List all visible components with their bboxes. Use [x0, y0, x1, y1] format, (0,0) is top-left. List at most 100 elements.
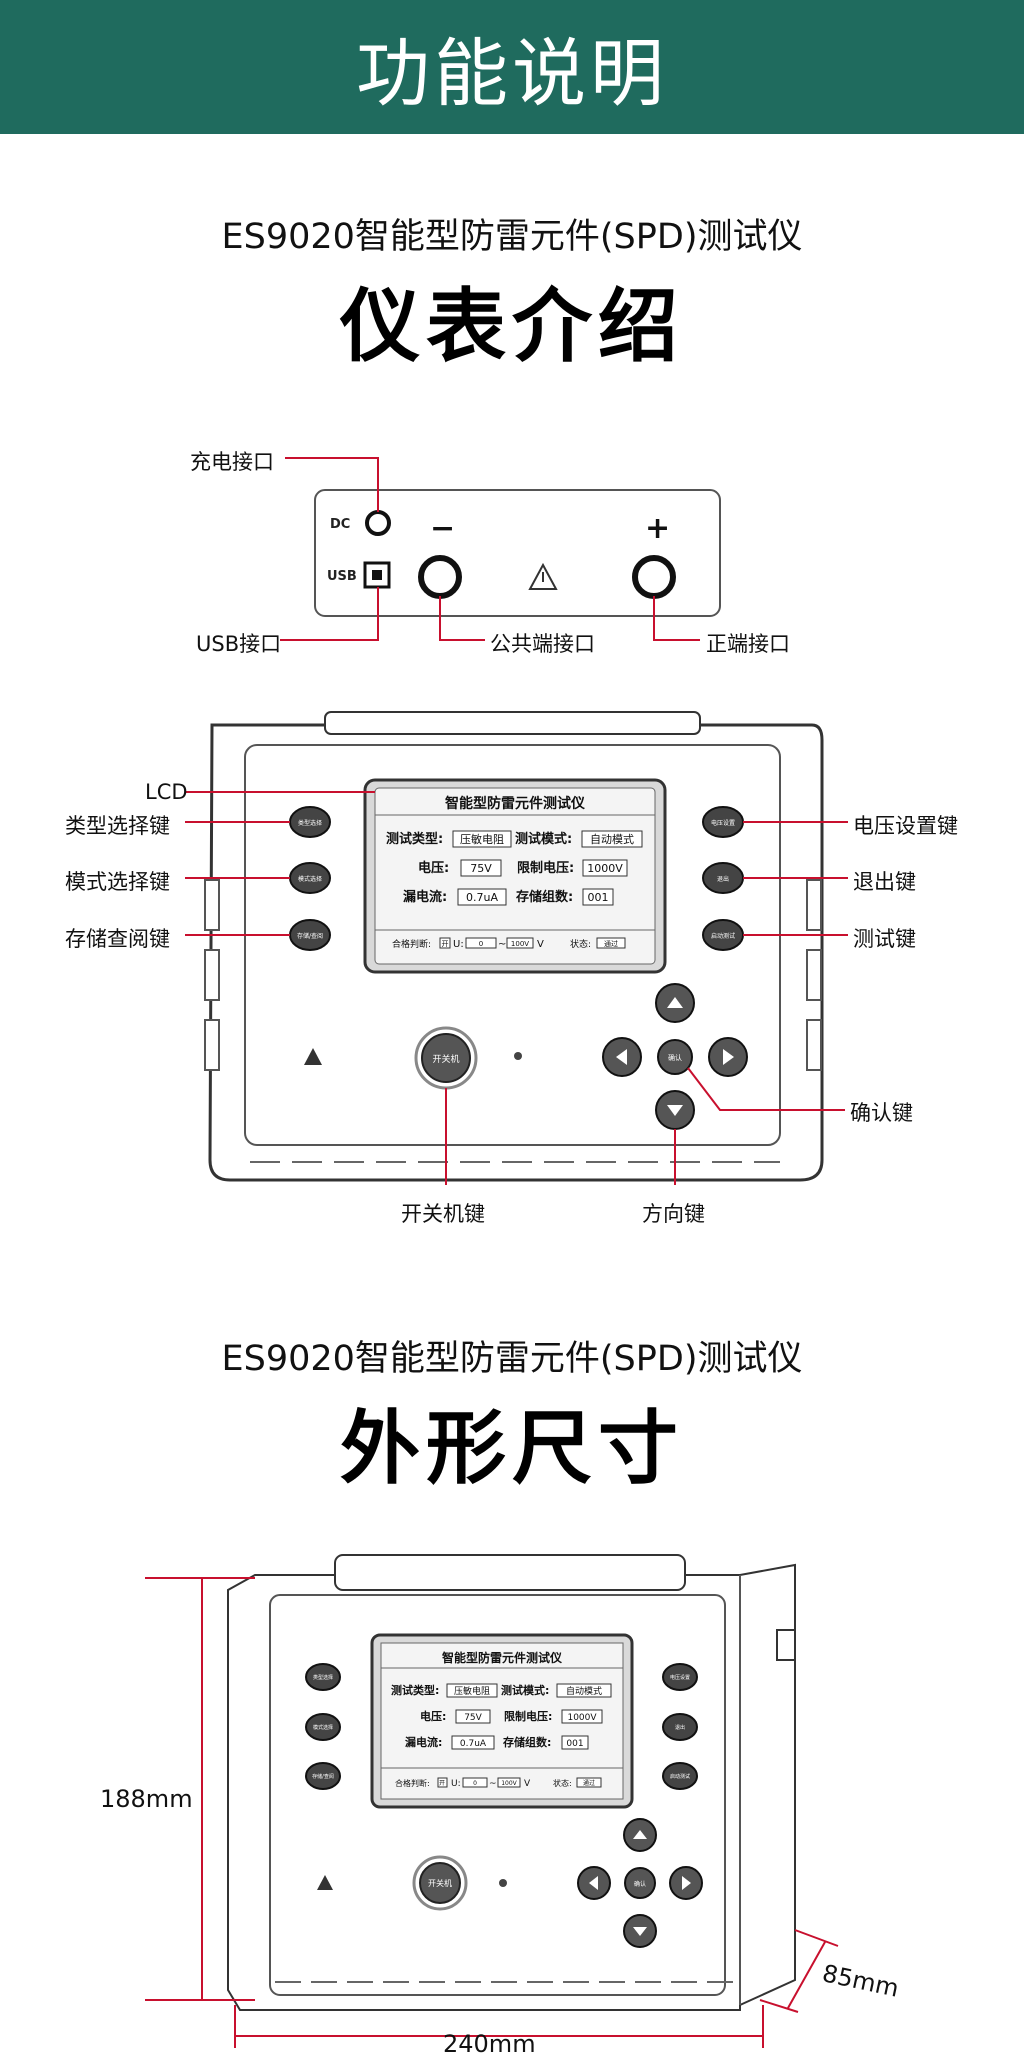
voltage-set-button[interactable]: 电压设置 — [702, 806, 744, 838]
svg-text:存储/查阅: 存储/查阅 — [297, 932, 323, 940]
lcd-row1-label2: 测试模式: — [515, 831, 572, 847]
lcd-footer-status: 通过 — [604, 939, 618, 948]
height-dimension-line — [145, 1577, 255, 2001]
dim-direction-right-button[interactable] — [669, 1866, 703, 1900]
dim-lcd-row3-label2: 存储组数: — [503, 1735, 551, 1749]
lcd-footer-check: 开 — [442, 940, 449, 948]
dim-lcd-row3-value2: 001 — [566, 1739, 583, 1749]
label-power-key: 开关机键 — [401, 1202, 485, 1226]
type-select-button[interactable]: 类型选择 — [289, 806, 331, 838]
dim-lcd-footer-min: 0 — [473, 1780, 477, 1787]
dim-lcd-footer-u: U: — [451, 1779, 461, 1789]
svg-text:类型选择: 类型选择 — [313, 1674, 333, 1681]
svg-text:开关机: 开关机 — [432, 1053, 459, 1065]
direction-left-button[interactable] — [602, 1037, 642, 1077]
lcd-row3-label2: 存储组数: — [516, 889, 573, 905]
dim-lcd-row3-value1: 0.7uA — [460, 1739, 487, 1749]
dim-power-button[interactable]: 开关机 — [412, 1855, 468, 1911]
dim-test-button[interactable]: 启动测试 — [662, 1762, 698, 1790]
direction-right-button[interactable] — [708, 1037, 748, 1077]
dim-lcd-row3-label1: 漏电流: — [405, 1735, 442, 1749]
warning-icon — [528, 562, 558, 590]
label-lcd: LCD — [145, 780, 188, 804]
label-exit-key: 退出键 — [853, 870, 916, 894]
confirm-button[interactable]: 确认 — [657, 1039, 693, 1075]
dim-type-select-button[interactable]: 类型选择 — [305, 1663, 341, 1691]
direction-down-button[interactable] — [655, 1090, 695, 1130]
dim-lcd-title: 智能型防雷元件测试仪 — [441, 1650, 563, 1665]
label-charge-port: 充电接口 — [190, 450, 274, 474]
dc-mark: DC — [330, 517, 350, 532]
dim-direction-down-button[interactable] — [623, 1914, 657, 1948]
label-positive-terminal: 正端接口 — [706, 632, 790, 656]
label-usb-port: USB接口 — [196, 632, 282, 656]
dim-direction-left-button[interactable] — [577, 1866, 611, 1900]
title-banner: 功能说明 — [0, 0, 1024, 134]
label-direction-key: 方向键 — [642, 1202, 705, 1226]
section2-heading: 外形尺寸 — [340, 1402, 684, 1495]
lcd-footer-u: U: — [453, 939, 464, 950]
dim-lcd-footer-label: 合格判断: — [395, 1778, 430, 1788]
lcd-row3-value1: 0.7uA — [466, 891, 498, 904]
plus-mark: + — [645, 511, 670, 546]
label-mode-key: 模式选择键 — [65, 870, 170, 894]
dim-lcd-footer-tilde: ~ — [489, 1779, 497, 1789]
dim-lcd-row2-label1: 电压: — [420, 1709, 446, 1723]
lcd-footer-unit: V — [537, 939, 544, 950]
dim-direction-up-button[interactable] — [623, 1818, 657, 1852]
svg-text:开关机: 开关机 — [428, 1878, 452, 1888]
label-confirm-key: 确认键 — [850, 1101, 913, 1125]
direction-up-button[interactable] — [655, 983, 695, 1023]
minus-mark: − — [430, 511, 455, 546]
banner-title: 功能说明 — [356, 30, 668, 117]
connector-panel-diagram: DC USB − + — [280, 457, 721, 641]
dim-lcd-footer-status: 通过 — [583, 1779, 595, 1787]
height-dimension-label: 188mm — [100, 1785, 193, 1813]
lcd-row2-label1: 电压: — [418, 860, 449, 876]
device-top-handle — [324, 711, 701, 735]
label-common-terminal: 公共端接口 — [490, 632, 595, 656]
dim-lcd-row2-value2: 1000V — [567, 1713, 597, 1723]
dim-confirm-button[interactable]: 确认 — [624, 1867, 656, 1899]
store-view-button[interactable]: 存储/查阅 — [289, 919, 331, 951]
dim-exit-button[interactable]: 退出 — [662, 1713, 698, 1741]
callout-line-usb — [280, 587, 379, 641]
exit-button[interactable]: 退出 — [702, 862, 744, 894]
lcd-footer-max: 100V — [511, 940, 529, 948]
svg-text:确认: 确认 — [668, 1053, 682, 1062]
svg-text:电压设置: 电压设置 — [711, 819, 735, 827]
callout-line-common — [439, 596, 485, 641]
lcd-footer-status-label: 状态: — [570, 938, 591, 950]
lcd-row2-value2: 1000V — [587, 862, 623, 875]
dim-mode-select-button[interactable]: 模式选择 — [305, 1713, 341, 1741]
front-warning-icon — [304, 1048, 322, 1065]
label-store-key: 存储查阅键 — [65, 927, 170, 951]
mode-select-button[interactable]: 模式选择 — [289, 862, 331, 894]
lcd-row1-value1: 压敏电阻 — [460, 832, 504, 846]
section1-heading: 仪表介绍 — [340, 280, 684, 373]
dim-lcd-footer-unit: V — [524, 1779, 531, 1789]
lcd-row2-value1: 75V — [470, 862, 492, 875]
depth-dimension-line — [759, 1929, 839, 2013]
test-button[interactable]: 启动测试 — [702, 919, 744, 951]
lcd-row1-label1: 测试类型: — [386, 831, 443, 847]
svg-text:类型选择: 类型选择 — [298, 819, 322, 827]
svg-text:模式选择: 模式选择 — [313, 1724, 333, 1731]
lcd-row2-label2: 限制电压: — [517, 860, 574, 876]
label-type-key: 类型选择键 — [65, 814, 170, 838]
dim-warning-icon — [317, 1875, 333, 1890]
dim-voltage-set-button[interactable]: 电压设置 — [662, 1663, 698, 1691]
power-button[interactable]: 开关机 — [414, 1026, 478, 1090]
lcd-footer-tilde: ~ — [498, 939, 506, 950]
dim-lcd-row2-value1: 75V — [464, 1713, 482, 1723]
dim-lcd-footer-max: 100V — [501, 1780, 517, 1787]
dim-store-view-button[interactable]: 存储/查阅 — [305, 1762, 341, 1790]
lcd-footer-min: 0 — [479, 940, 483, 948]
dim-lcd-row2-label2: 限制电压: — [504, 1709, 552, 1723]
svg-text:电压设置: 电压设置 — [670, 1674, 690, 1681]
lcd-row1-value2: 自动模式 — [590, 833, 634, 846]
dc-jack — [365, 510, 391, 536]
front-panel-diagram: 智能型防雷元件测试仪 测试类型: 压敏电阻 测试模式: 自动模式 电压: 75V… — [185, 711, 848, 1185]
svg-text:退出: 退出 — [675, 1724, 685, 1731]
dim-lcd-row1-value1: 压敏电阻 — [454, 1685, 490, 1697]
